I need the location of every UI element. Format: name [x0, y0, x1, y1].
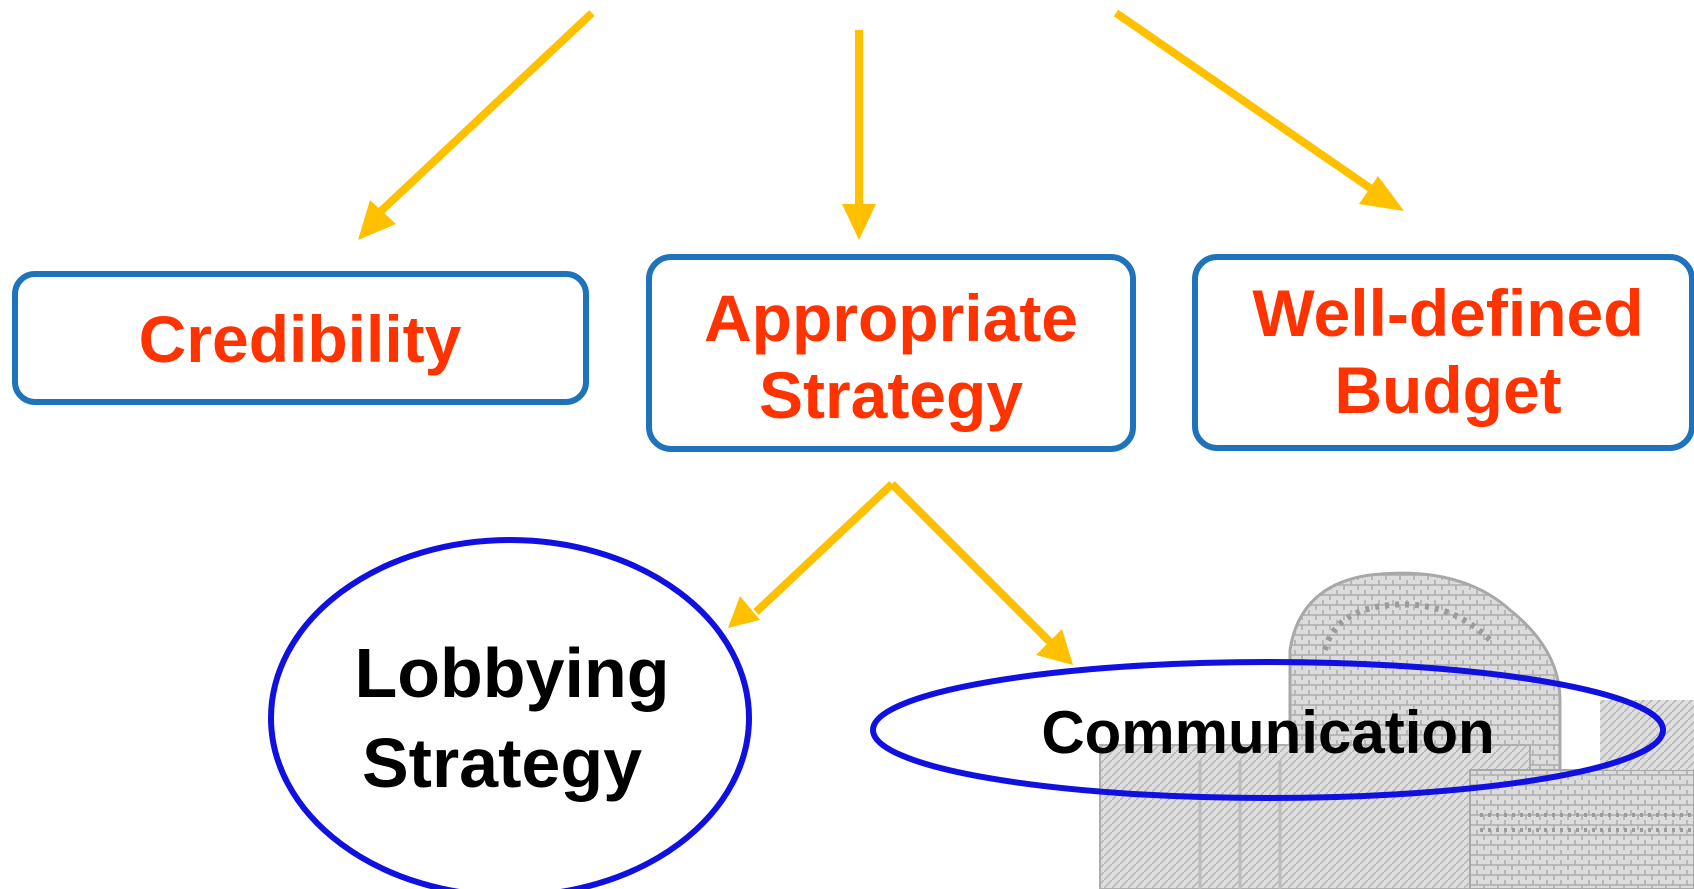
ellipse-lobbying-strategy: Lobbying Strategy [268, 537, 752, 889]
arrow-to-credibility [358, 10, 595, 240]
box-well-defined-budget-line1: Well-defined [1252, 276, 1643, 350]
arrow-to-communication [889, 481, 1073, 665]
ellipse-lobbying-strategy-border [268, 537, 752, 889]
building-watermark [1099, 571, 1694, 889]
ellipse-communication: Communication [870, 659, 1666, 801]
box-appropriate-strategy-line2: Strategy [759, 358, 1023, 432]
box-credibility: Credibility [12, 271, 589, 405]
arrow-to-lobbying-strategy [728, 481, 895, 628]
arrow-to-well-defined-budget [1113, 9, 1404, 211]
ellipse-lobbying-strategy-line2: Strategy [362, 724, 642, 802]
ellipse-lobbying-strategy-line1: Lobbying [355, 634, 670, 712]
box-well-defined-budget-border [1192, 254, 1694, 451]
box-appropriate-strategy: Appropriate Strategy [646, 254, 1136, 452]
ellipse-communication-label: Communication [1041, 699, 1494, 766]
box-well-defined-budget: Well-defined Budget [1192, 254, 1694, 451]
arrow-to-appropriate-strategy [842, 30, 876, 240]
box-credibility-label: Credibility [139, 302, 462, 376]
box-well-defined-budget-line2: Budget [1334, 353, 1561, 427]
box-appropriate-strategy-border [646, 254, 1136, 452]
box-credibility-border [12, 271, 589, 405]
ellipse-communication-border [870, 659, 1666, 801]
box-appropriate-strategy-line1: Appropriate [704, 281, 1078, 355]
